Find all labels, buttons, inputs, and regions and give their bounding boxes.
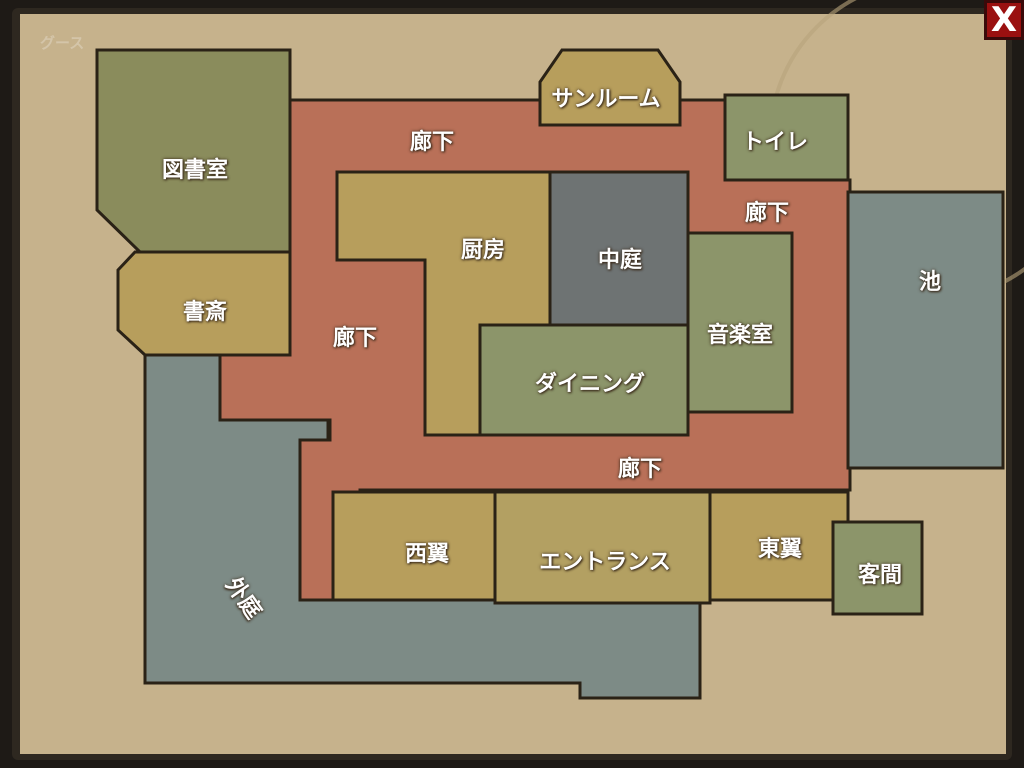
room-entrance[interactable] <box>493 490 712 605</box>
room-guest[interactable] <box>831 520 924 616</box>
room-pond[interactable] <box>846 190 1005 470</box>
label-library: 図書室 <box>161 158 229 183</box>
label-guest-room: 客間 <box>857 563 903 588</box>
room-study[interactable] <box>116 250 292 357</box>
label-dining: ダイニング <box>534 372 646 397</box>
label-corridor-bottom: 廊下 <box>617 457 663 482</box>
room-music[interactable] <box>686 231 794 414</box>
close-button[interactable]: X <box>984 0 1024 40</box>
room-toilet[interactable] <box>723 93 850 182</box>
label-toilet: トイレ <box>741 130 809 155</box>
label-courtyard: 中庭 <box>597 248 643 273</box>
room-sunroom[interactable] <box>538 48 682 127</box>
room-dining[interactable] <box>478 323 690 437</box>
label-corridor-left: 廊下 <box>332 326 378 351</box>
label-study: 書斎 <box>182 300 228 325</box>
label-entrance: エントランス <box>539 550 671 575</box>
label-corridor-right: 廊下 <box>744 201 790 226</box>
room-library[interactable] <box>95 48 292 254</box>
room-east-wing[interactable] <box>708 490 850 602</box>
label-kitchen: 厨房 <box>460 238 506 263</box>
label-pond: 池 <box>918 270 942 295</box>
label-music-room: 音楽室 <box>706 323 774 348</box>
faded-tab-label: グース <box>40 34 85 52</box>
room-west-wing[interactable] <box>331 490 497 602</box>
label-east-wing: 東翼 <box>757 537 803 562</box>
label-sunroom: サンルーム <box>551 87 661 112</box>
label-west-wing: 西翼 <box>404 542 450 567</box>
label-corridor-top: 廊下 <box>409 130 455 155</box>
